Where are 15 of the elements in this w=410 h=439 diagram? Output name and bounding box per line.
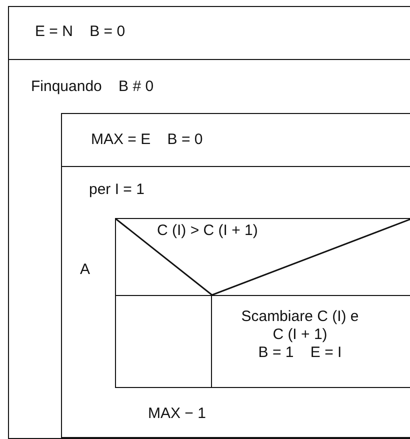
loop-header-text: per I = 1 [89, 181, 144, 199]
process-block [61, 113, 410, 167]
statement-text: Scambiare C (I) e C (I + 1) [241, 308, 359, 344]
loop-footer-text: MAX − 1 [148, 405, 206, 423]
loop-label-text: A [80, 261, 90, 279]
process-block [8, 6, 410, 60]
statement-text: B = 1 E = I [258, 344, 342, 362]
action-block [211, 295, 410, 388]
empty-cell [115, 295, 212, 388]
loop-block [8, 59, 410, 439]
condition-text: C (I) > C (I + 1) [157, 222, 258, 240]
loop-block [61, 166, 410, 438]
statement-text: E = N B = 0 [35, 23, 126, 41]
loop-condition-text: Finquando B # 0 [31, 78, 154, 96]
statement-text: MAX = E B = 0 [91, 131, 203, 149]
